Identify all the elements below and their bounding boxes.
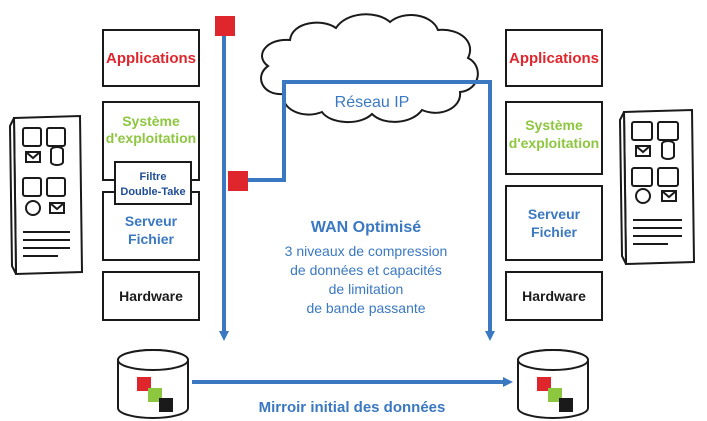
right-os-label-line1: Système (525, 117, 583, 133)
right-database-icon (517, 349, 589, 419)
filter-label-line1: Filtre (140, 171, 167, 183)
right-stack (505, 29, 603, 321)
cloud-icon (260, 13, 479, 123)
left-applications-label: Applications (106, 50, 196, 67)
left-file-server-line2: Fichier (128, 231, 174, 247)
wan-title: WAN Optimisé (311, 219, 421, 236)
left-os-label-line1: Système (122, 113, 180, 129)
left-database-icon (117, 349, 189, 419)
right-file-server-line2: Fichier (531, 224, 577, 240)
right-server-tower-icon (618, 108, 696, 266)
left-hardware-box (102, 271, 200, 321)
filter-label-line2: Double-Take (120, 186, 185, 198)
double-take-filter-box (114, 161, 192, 205)
wan-path-arrow (236, 80, 495, 341)
left-server-tower-icon (8, 114, 84, 276)
cloud-label: Réseau IP (335, 94, 410, 111)
right-file-server-line1: Serveur (528, 206, 581, 222)
right-applications-box (505, 29, 603, 87)
right-hardware-box (505, 271, 603, 321)
left-stack (102, 29, 200, 321)
right-file-server-box (505, 185, 603, 261)
mirror-label: Mirroir initial des données (259, 399, 446, 416)
connectors (192, 26, 513, 387)
right-os-box (505, 101, 603, 175)
red-marker-filter (228, 171, 248, 191)
wan-line3: de limitation (329, 281, 404, 297)
wan-line1: 3 niveaux de compression (285, 243, 448, 259)
left-file-server-line1: Serveur (125, 213, 178, 229)
red-marker-top (215, 16, 235, 36)
left-os-label-line2: d'exploitation (106, 130, 196, 146)
left-hardware-label: Hardware (119, 288, 183, 304)
right-hardware-label: Hardware (522, 288, 586, 304)
right-applications-label: Applications (509, 50, 599, 67)
right-os-label-line2: d'exploitation (509, 135, 599, 151)
left-applications-box (102, 29, 200, 87)
wan-line4: de bande passante (306, 300, 425, 316)
wan-line2: de données et capacités (290, 262, 442, 278)
